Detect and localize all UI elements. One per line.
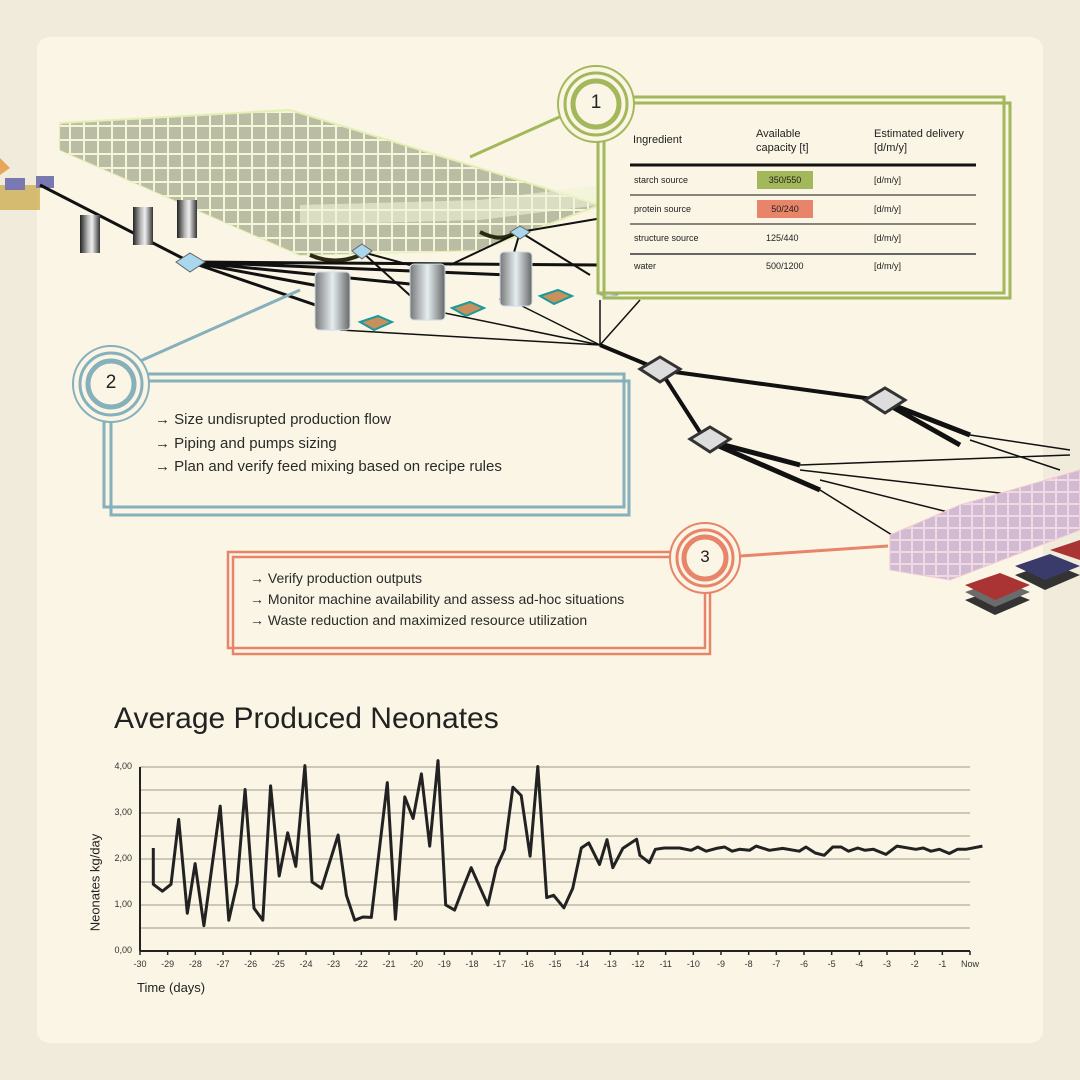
list-item: → Size undisrupted production flow — [155, 411, 391, 428]
row-delivery: [d/m/y] — [874, 261, 902, 271]
list-item: → Monitor machine availability and asses… — [250, 591, 625, 607]
x-tick-label: -28 — [188, 959, 202, 969]
list-item: → Waste reduction and maximized resource… — [250, 612, 588, 628]
row-capacity: 500/1200 — [766, 261, 804, 271]
callout-1-connector — [469, 108, 576, 159]
header-delivery: Estimated delivery [d/m/y] — [874, 128, 964, 154]
row-ingredient: water — [634, 261, 657, 271]
y-tick-label: 1,00 — [114, 899, 132, 909]
y-tick-label: 2,00 — [114, 853, 132, 863]
callout-3-frame — [226, 522, 741, 656]
x-tick-label: -14 — [576, 959, 590, 969]
x-tick-label: -6 — [799, 959, 808, 969]
callout-3-connector — [739, 544, 889, 558]
incubator-modules — [889, 469, 1080, 615]
storage-tanks-dark — [80, 200, 197, 253]
row-ingredient: structure source — [634, 233, 699, 243]
x-tick-label: -12 — [631, 959, 645, 969]
x-tick-label: -29 — [161, 959, 175, 969]
x-tick-label: -25 — [271, 959, 285, 969]
x-tick-label: -16 — [520, 959, 534, 969]
x-tick-label: -19 — [437, 959, 451, 969]
row-delivery: [d/m/y] — [874, 233, 902, 243]
callout-2-number: 2 — [105, 372, 117, 393]
callout-3-number: 3 — [700, 547, 710, 566]
x-tick-label: Now — [960, 959, 979, 969]
x-tick-label: -10 — [686, 959, 700, 969]
y-axis-label: Neonates kg/day — [87, 833, 103, 932]
x-tick-label: -2 — [910, 959, 919, 969]
row-delivery: [d/m/y] — [874, 175, 902, 185]
x-axis-label: Time (days) — [137, 980, 206, 995]
header-capacity: Available capacity [t] — [756, 128, 809, 154]
mixing-silos — [314, 239, 667, 332]
x-tick-label: -27 — [216, 959, 230, 969]
capacity-badge-low: 50/240 — [757, 200, 813, 218]
x-tick-label: -26 — [244, 959, 258, 969]
x-tick-label: -8 — [744, 959, 753, 969]
x-tick-label: -13 — [603, 959, 617, 969]
list-item: → Piping and pumps sizing — [155, 434, 337, 452]
x-tick-label: -30 — [133, 959, 147, 969]
x-tick-label: -4 — [855, 959, 864, 969]
list-item: → Plan and verify feed mixing based on r… — [155, 458, 502, 475]
x-tick-label: -5 — [827, 959, 836, 969]
callout-2-frame — [72, 345, 631, 517]
y-tick-label: 3,00 — [114, 807, 132, 817]
callout-1-number: 1 — [590, 92, 602, 113]
callout-2-list: → Size undisrupted production flow → Pip… — [155, 408, 502, 479]
pump-hubs — [175, 225, 908, 454]
feeder-device — [0, 158, 54, 210]
y-tick-label: 0,00 — [114, 945, 132, 955]
capacity-badge-ok: 350/550 — [757, 171, 813, 189]
x-tick-label: -18 — [465, 959, 479, 969]
row-ingredient: protein source — [634, 204, 692, 214]
x-tick-label: -21 — [382, 959, 396, 969]
table-rules — [630, 163, 976, 255]
row-ingredient: starch source — [634, 175, 689, 185]
callout-2-connector — [137, 288, 301, 364]
x-tick-label: -20 — [410, 959, 424, 969]
x-tick-label: -23 — [327, 959, 341, 969]
x-tick-label: -22 — [354, 959, 368, 969]
row-delivery: [d/m/y] — [874, 204, 902, 214]
x-tick-label: -11 — [659, 959, 672, 969]
x-tick-label: -7 — [772, 959, 781, 969]
x-tick-label: -3 — [882, 959, 891, 969]
production-illustration — [0, 65, 1080, 656]
row-capacity: 125/440 — [766, 233, 799, 243]
y-tick-label: 4,00 — [114, 761, 132, 771]
x-tick-label: -15 — [548, 959, 562, 969]
chart-title: Average Produced Neonates — [114, 702, 499, 735]
x-tick-label: -9 — [716, 959, 725, 969]
x-tick-label: -17 — [493, 959, 507, 969]
x-tick-label: -24 — [299, 959, 313, 969]
callout-3-list: → Verify production outputs → Monitor ma… — [250, 568, 624, 631]
list-item: → Verify production outputs — [250, 570, 422, 586]
x-tick-label: -1 — [938, 959, 947, 969]
header-ingredient: Ingredient — [633, 134, 682, 146]
